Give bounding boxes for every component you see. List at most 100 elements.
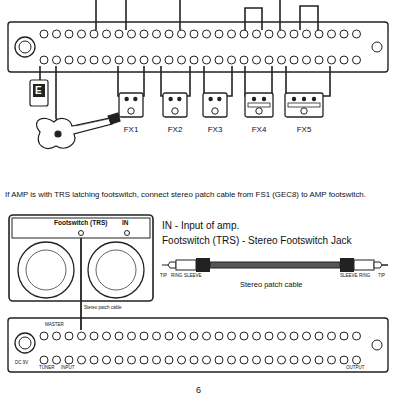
pedal-footswitch <box>256 108 262 114</box>
input-jack <box>125 231 130 236</box>
jack <box>290 56 298 64</box>
jack <box>290 332 298 340</box>
pedal-outline <box>285 93 323 117</box>
jack-name: INPUT <box>60 366 76 371</box>
jack <box>90 332 98 340</box>
jack <box>340 56 348 64</box>
patch-cable <box>245 8 262 30</box>
footswitch-jack <box>79 231 84 236</box>
jack <box>165 332 173 340</box>
amp-control-strip <box>12 218 150 238</box>
jack <box>203 56 211 64</box>
guitar <box>37 113 120 148</box>
jack <box>115 356 123 364</box>
speaker <box>88 242 144 298</box>
jack <box>240 356 248 364</box>
jack <box>65 30 73 38</box>
effect-pedal: FX5 <box>284 92 324 135</box>
pedal-knob <box>292 97 296 101</box>
patch-cable <box>161 66 166 96</box>
jack <box>328 30 336 38</box>
legend-note: IN - Input of amp. <box>162 220 239 231</box>
jack <box>265 56 273 64</box>
jack <box>315 30 323 38</box>
jack <box>178 356 186 364</box>
jack <box>265 332 273 340</box>
pin-name: RING <box>171 274 182 279</box>
jack <box>328 332 336 340</box>
jack <box>265 30 273 38</box>
jack-name: OUTPUT <box>345 366 366 371</box>
tuner-pedal <box>30 80 48 106</box>
jack <box>153 356 161 364</box>
jack-name: TUNER <box>38 366 56 371</box>
amp-cabinet <box>9 215 153 301</box>
power-jack <box>372 340 382 350</box>
pedal-shape <box>284 92 324 118</box>
jack <box>328 56 336 64</box>
jack <box>290 30 298 38</box>
cable <box>210 262 340 268</box>
jack <box>240 30 248 38</box>
guitar-strings <box>76 119 108 126</box>
jack <box>128 56 136 64</box>
jack <box>303 356 311 364</box>
tuner-note: E <box>35 85 42 96</box>
jack <box>53 356 61 364</box>
pedal-shape <box>162 92 188 118</box>
speaker-cone <box>96 250 136 290</box>
pedal-outline <box>119 93 143 117</box>
jack <box>228 332 236 340</box>
jack <box>203 332 211 340</box>
pedal-knob <box>262 97 266 101</box>
jack <box>203 356 211 364</box>
effect-pedal: FX1 <box>118 92 144 135</box>
jack <box>153 56 161 64</box>
jack <box>40 356 48 364</box>
master-knob <box>15 333 35 353</box>
jack <box>90 356 98 364</box>
jack-label: Footswitch (TRS) <box>54 219 107 226</box>
pedal-shape <box>118 92 144 118</box>
guitar-head <box>108 113 120 124</box>
jack <box>40 30 48 38</box>
patch-cable <box>95 0 97 30</box>
patch-cable <box>226 66 232 96</box>
jack <box>278 332 286 340</box>
legend-note: Footswitch (TRS) - Stereo Footswitch Jac… <box>162 235 352 246</box>
jack <box>203 30 211 38</box>
trs-plug-tip <box>162 262 176 268</box>
pin-name: TIP <box>378 274 385 279</box>
jack <box>315 356 323 364</box>
jack <box>278 356 286 364</box>
jack <box>215 56 223 64</box>
pedal-knob <box>302 97 306 101</box>
jack <box>128 30 136 38</box>
pedal-knob <box>124 97 128 101</box>
guitar-pickup <box>55 131 61 137</box>
jack <box>253 356 261 364</box>
pedal-outline <box>163 93 187 117</box>
jack <box>53 30 61 38</box>
patch-cable <box>318 66 330 96</box>
trs-plug-tip <box>374 262 388 268</box>
power-jack <box>372 42 382 52</box>
jack <box>153 30 161 38</box>
jack <box>103 356 111 364</box>
patch-cable <box>40 0 330 330</box>
jack <box>165 56 173 64</box>
jack <box>228 30 236 38</box>
jack <box>128 356 136 364</box>
jack-name: DC 9V <box>14 361 29 366</box>
patch-cable <box>204 66 208 96</box>
patch-cable <box>39 66 41 80</box>
master-knob <box>19 41 31 53</box>
patch-cable <box>300 6 318 30</box>
jack <box>165 356 173 364</box>
jack <box>103 332 111 340</box>
amplifier: Footswitch (TRS)IN <box>8 214 154 302</box>
jack <box>278 30 286 38</box>
pedal-shape <box>202 92 228 118</box>
jack <box>315 56 323 64</box>
jack <box>228 356 236 364</box>
